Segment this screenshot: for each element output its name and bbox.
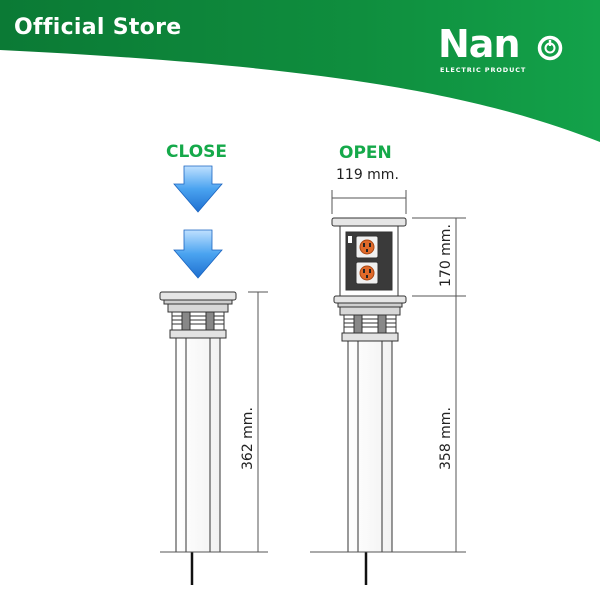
open-height-dimensions <box>310 217 466 553</box>
brand-name: Nan <box>438 22 520 66</box>
brand-logo: Nan ELECTRIC PRODUCT <box>438 24 568 76</box>
open-unit-drawing <box>331 217 407 585</box>
store-title: Official Store <box>14 15 182 40</box>
open-width-dimension <box>331 190 407 214</box>
closed-unit-drawing <box>159 291 237 585</box>
closed-height-label: 362 mm. <box>240 407 256 470</box>
power-icon <box>537 35 563 61</box>
open-top-height-label: 170 mm. <box>438 224 454 287</box>
socket-outlet-icon <box>355 261 379 285</box>
down-arrow-icon <box>173 165 223 213</box>
brand-tagline: ELECTRIC PRODUCT <box>440 66 527 74</box>
width-dimension-label: 119 mm. <box>336 167 399 183</box>
down-arrow-icon <box>173 229 223 279</box>
socket-outlet-icon <box>355 235 379 259</box>
header-banner <box>0 0 600 142</box>
open-bottom-height-label: 358 mm. <box>438 407 454 470</box>
closed-height-dimension <box>160 291 268 553</box>
close-label: CLOSE <box>166 142 228 162</box>
open-label: OPEN <box>339 143 392 163</box>
